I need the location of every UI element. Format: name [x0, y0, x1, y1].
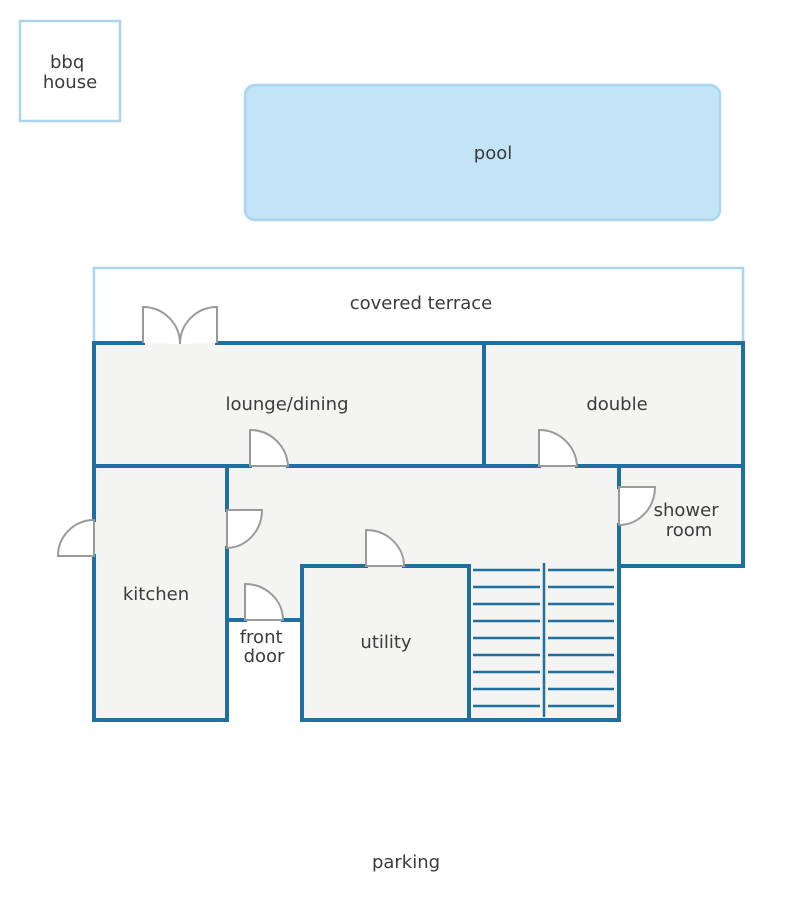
double-label: double [586, 394, 647, 415]
lounge-dining-label: lounge/dining [225, 394, 348, 415]
shower-room-label: shower room [654, 500, 725, 541]
kitchen-label: kitchen [123, 584, 189, 605]
covered-terrace-label: covered terrace [350, 293, 492, 314]
utility-door-icon [365, 528, 406, 567]
covered-terrace-outline [92, 266, 745, 342]
staircase [473, 563, 614, 717]
lounge-door-icon [249, 428, 290, 467]
terrace-door-left-icon [142, 305, 181, 345]
kitchen-door-icon [226, 509, 264, 550]
shower-door-icon [618, 486, 657, 527]
room-fills [94, 343, 743, 720]
parking-label: parking [372, 852, 440, 873]
front-door-label: front door [240, 627, 289, 667]
terrace-door-right-icon [179, 305, 218, 345]
front-door-icon [244, 582, 285, 621]
pool [243, 83, 722, 222]
double-door-icon [538, 428, 579, 467]
utility-label: utility [360, 632, 412, 653]
pool-label: pool [474, 143, 512, 164]
bbq-house-label: bbq house [43, 52, 97, 93]
bbq-house-outline [18, 19, 122, 123]
walls [92, 341, 745, 722]
kitchen-exterior-door-icon [56, 518, 95, 557]
doors [56, 305, 657, 621]
